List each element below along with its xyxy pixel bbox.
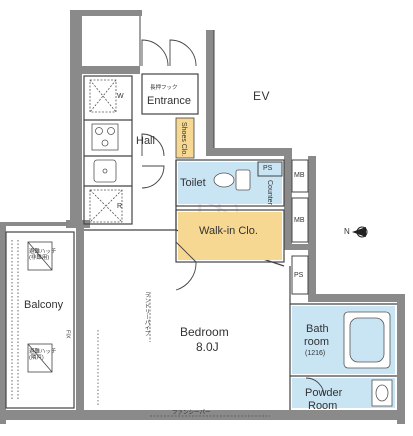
balcony-hatches — [11, 240, 53, 400]
walk-in-closet-area — [178, 212, 282, 260]
bathroom-label-1: Bath — [306, 323, 329, 335]
powder-room-label-2: Room — [308, 400, 338, 412]
balcony-label: Balcony — [24, 299, 64, 311]
entrance-label: Entrance — [147, 95, 192, 107]
hatch-top-label: 避難ハッチ (非難用) — [29, 249, 57, 261]
stove — [91, 123, 119, 151]
doors — [141, 39, 325, 397]
fix-mark-label: FIX — [64, 330, 71, 339]
washer-label: W — [117, 93, 124, 100]
toilet-label: Toilet — [180, 177, 206, 189]
shoes-closet-label: Shoes Clo. — [180, 122, 187, 157]
compass-label: N — [344, 227, 350, 236]
hatch-bottom-label: 避難ハッチ (隣戸) — [29, 349, 57, 361]
fridge-label: R — [117, 203, 123, 210]
ps-side-label: PS — [294, 272, 304, 279]
ev-label: EV — [253, 89, 271, 103]
walk-in-closet-label: Walk-in Clo. — [199, 225, 258, 237]
entrance-note: 長押フック — [150, 85, 178, 91]
mb-top-label: MB — [294, 172, 305, 179]
rails — [97, 292, 270, 417]
fridge-space — [89, 189, 123, 223]
ceiling-rail-label: ファンシーパー — [172, 410, 211, 416]
washer-space — [89, 79, 117, 113]
bathroom-label-2: room — [304, 336, 330, 348]
powder-room-label-1: Powder — [305, 387, 343, 399]
shoes-closet-area — [175, 117, 195, 159]
ps-top-label: PS — [263, 165, 273, 172]
bathroom-label-3: (1216) — [305, 350, 326, 357]
north-compass-icon — [352, 226, 368, 238]
bedroom-label: Bedroom — [180, 325, 229, 339]
toilet-bowl — [213, 169, 251, 191]
ev-wall — [139, 16, 215, 148]
counter-label: Counter — [266, 180, 273, 205]
vanity — [371, 379, 393, 407]
bedroom-size: 8.0J — [196, 340, 219, 354]
mb-bottom-label: MB — [294, 217, 305, 224]
sink — [93, 159, 117, 183]
bathtub — [343, 311, 391, 369]
laundry-rail-label: ランドリーパイプ — [143, 292, 150, 336]
service-boxes — [257, 159, 309, 295]
interior-walls — [5, 73, 397, 410]
outer-walls — [0, 10, 405, 424]
hall-label: Hall — [136, 135, 155, 147]
